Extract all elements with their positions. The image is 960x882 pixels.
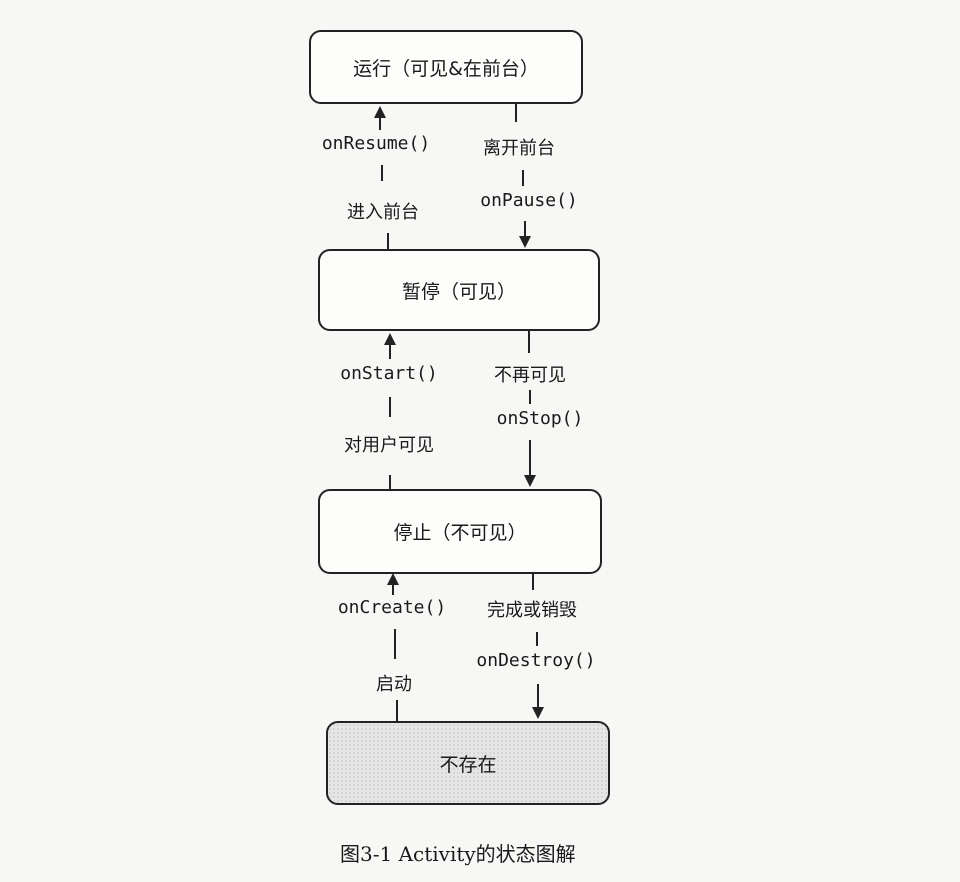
arrow-line	[389, 343, 391, 359]
state-stopped: 停止（不可见）	[318, 489, 602, 574]
start-reason-label: 对用户可见	[344, 435, 434, 456]
on-stop-label: onStop()	[496, 408, 584, 429]
arrow-line	[379, 116, 381, 130]
arrow-line	[389, 397, 391, 417]
arrow-down-icon	[532, 707, 544, 719]
arrow-line	[392, 583, 394, 595]
destroy-reason-label: 完成或销毁	[487, 600, 577, 621]
state-nonexistent-label: 不存在	[439, 753, 497, 776]
arrow-line	[529, 440, 531, 476]
arrow-line	[524, 221, 526, 237]
arrow-line	[389, 475, 391, 489]
arrow-line	[522, 170, 524, 186]
arrow-up-icon	[374, 106, 386, 118]
state-nonexistent: 不存在	[326, 721, 610, 805]
arrow-line	[529, 390, 531, 404]
state-running-label: 运行（可见&在前台）	[353, 57, 539, 80]
on-start-label: onStart()	[340, 363, 438, 384]
on-create-label: onCreate()	[337, 597, 447, 618]
arrow-line	[381, 165, 383, 181]
state-stopped-label: 停止（不可见）	[393, 522, 527, 544]
arrow-line	[536, 632, 538, 646]
arrow-line	[537, 684, 539, 708]
state-running: 运行（可见&在前台）	[309, 30, 583, 104]
arrow-line	[515, 104, 517, 122]
arrow-line	[528, 331, 530, 353]
create-reason-label: 启动	[376, 674, 412, 695]
arrow-line	[394, 629, 396, 659]
arrow-line	[396, 700, 398, 722]
resume-reason-label: 进入前台	[347, 202, 419, 223]
arrow-line	[387, 233, 389, 249]
on-destroy-label: onDestroy()	[476, 650, 596, 671]
on-resume-label: onResume()	[321, 133, 431, 154]
on-pause-label: onPause()	[480, 190, 578, 211]
arrow-up-icon	[384, 333, 396, 345]
arrow-up-icon	[387, 573, 399, 585]
stop-reason-label: 不再可见	[494, 365, 566, 386]
arrow-down-icon	[524, 475, 536, 487]
state-paused-label: 暂停（可见）	[401, 280, 516, 303]
arrow-down-icon	[519, 236, 531, 248]
figure-caption: 图3-1 Activity的状态图解	[340, 842, 576, 866]
state-paused: 暂停（可见）	[318, 249, 600, 331]
arrow-line	[532, 574, 534, 590]
pause-reason-label: 离开前台	[483, 138, 555, 159]
